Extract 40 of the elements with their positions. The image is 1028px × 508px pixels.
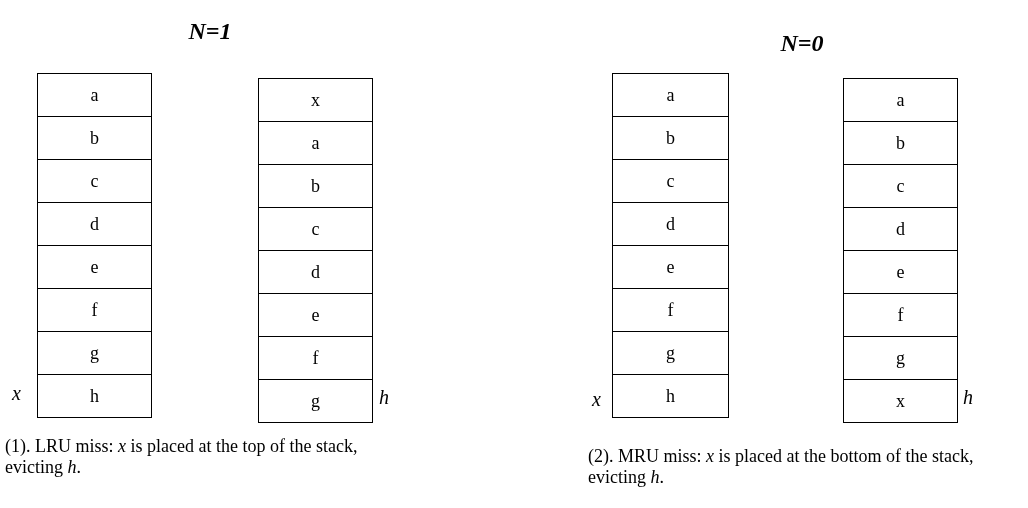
stack-cell: e xyxy=(37,245,152,289)
stack-cell: b xyxy=(258,164,373,208)
stack-side-label: h xyxy=(963,386,973,409)
stack-cell: f xyxy=(258,336,373,380)
stack-cell: d xyxy=(843,207,958,251)
stack-cell: h xyxy=(612,374,729,418)
stack-side-label: h xyxy=(379,386,389,409)
caption: (2). MRU miss: x is placed at the bottom of the stack, evicting h. xyxy=(588,446,975,488)
stack-cell: x xyxy=(843,379,958,423)
stack-cell: x xyxy=(258,78,373,122)
stack-cell: c xyxy=(612,159,729,203)
stack-cell: a xyxy=(37,73,152,117)
stack-cell: f xyxy=(37,288,152,332)
stack-cell: g xyxy=(612,331,729,375)
stack-cell: g xyxy=(37,331,152,375)
stack-cell: d xyxy=(37,202,152,246)
heading: N=1 xyxy=(187,18,233,45)
stack-cell: d xyxy=(258,250,373,294)
stack-cell: h xyxy=(37,374,152,418)
stack-side-label: x xyxy=(592,388,601,411)
stack-cell: d xyxy=(612,202,729,246)
stack-cell: c xyxy=(37,159,152,203)
stack-cell: f xyxy=(843,293,958,337)
stack-cell: a xyxy=(612,73,729,117)
caption: (1). LRU miss: x is placed at the top of the stack, evicting h. xyxy=(5,436,359,478)
stack-cell: e xyxy=(258,293,373,337)
stack-cell: b xyxy=(612,116,729,160)
stack-cell: g xyxy=(843,336,958,380)
stack-cell: a xyxy=(258,121,373,165)
stack-cell: c xyxy=(258,207,373,251)
stack-side-label: x xyxy=(12,382,21,405)
stack-cell: a xyxy=(843,78,958,122)
stack-cell: e xyxy=(612,245,729,289)
stack-cell: b xyxy=(843,121,958,165)
stack-cell: f xyxy=(612,288,729,332)
stack-cell: e xyxy=(843,250,958,294)
stack-cell: b xyxy=(37,116,152,160)
stack-cell: g xyxy=(258,379,373,423)
heading: N=0 xyxy=(779,30,825,57)
stack-cell: c xyxy=(843,164,958,208)
